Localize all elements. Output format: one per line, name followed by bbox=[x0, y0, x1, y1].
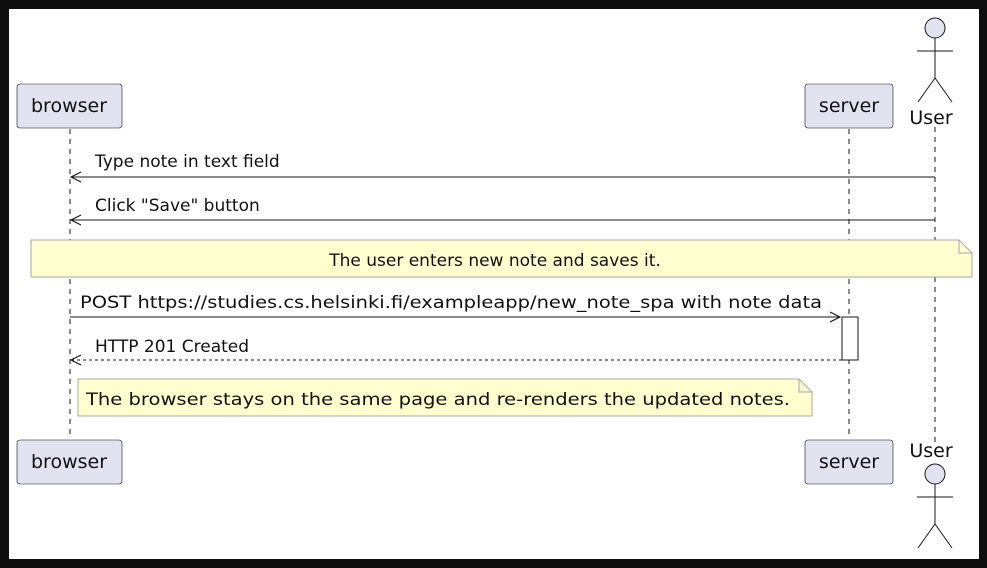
message-type-note-label: Type note in text field bbox=[94, 152, 280, 172]
participant-user-top: User bbox=[909, 17, 953, 129]
message-post-new-note-label: POST https://studies.cs.helsinki.fi/exam… bbox=[80, 293, 822, 313]
actor-user-bottom-icon bbox=[917, 463, 953, 549]
note-browser-rerenders: The browser stays on the same page and r… bbox=[77, 378, 813, 417]
participant-server-bottom: server bbox=[804, 439, 894, 485]
participant-user-bottom-label: User bbox=[909, 440, 952, 462]
message-type-note: Type note in text field bbox=[71, 152, 935, 177]
participant-browser-bottom: browser bbox=[16, 439, 123, 485]
participant-user-bottom: User bbox=[909, 440, 953, 549]
message-http-201-label: HTTP 201 Created bbox=[95, 337, 249, 357]
participant-server-top: server bbox=[804, 83, 894, 129]
participant-browser-bottom-label: browser bbox=[31, 451, 107, 473]
server-activation-bar bbox=[841, 316, 859, 361]
message-click-save: Click "Save" button bbox=[71, 196, 935, 220]
participant-user-top-label: User bbox=[909, 107, 952, 129]
sequence-diagram: browser server User Type note in text fi… bbox=[16, 17, 973, 549]
actor-user-top-icon bbox=[917, 17, 953, 103]
participant-browser-top-label: browser bbox=[31, 95, 107, 117]
message-post-new-note: POST https://studies.cs.helsinki.fi/exam… bbox=[70, 293, 840, 317]
note-user-enters-text: The user enters new note and saves it. bbox=[328, 251, 661, 271]
note-user-enters: The user enters new note and saves it. bbox=[30, 239, 973, 278]
sequence-diagram-canvas: browser server User Type note in text fi… bbox=[9, 9, 979, 559]
participant-server-top-label: server bbox=[819, 95, 879, 117]
message-click-save-label: Click "Save" button bbox=[95, 196, 260, 216]
participant-server-bottom-label: server bbox=[819, 451, 879, 473]
note-browser-rerenders-text: The browser stays on the same page and r… bbox=[85, 390, 790, 410]
message-http-201: HTTP 201 Created bbox=[71, 337, 842, 360]
participant-browser-top: browser bbox=[16, 83, 123, 129]
